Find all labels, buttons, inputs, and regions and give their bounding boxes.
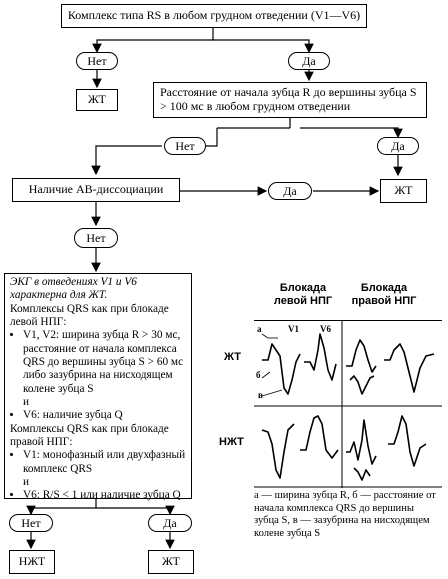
av-dissociation-text: Наличие АВ-диссоциации: [28, 182, 164, 197]
ecg-lbbb-svt-v1: [261, 423, 295, 479]
ecg-rbbb-svt-v6: [388, 415, 427, 467]
ecg-rbbb-vt-v1: [346, 339, 377, 373]
vt-label: ЖТ: [394, 183, 413, 198]
lead-v6-label: V6: [320, 324, 331, 334]
no-branch-4: Нет: [9, 514, 53, 532]
criteria-box: ЭКГ в отведениях V1 и V6 характерна для …: [4, 273, 192, 502]
mark-a: а: [257, 324, 262, 334]
yes-label: Да: [302, 53, 316, 68]
row-label-svt: НЖТ: [219, 436, 244, 448]
no-branch-1: Нет: [76, 52, 118, 70]
vt-label: ЖТ: [162, 554, 180, 569]
rbbb-list-2: V6: R/S < 1 или наличие зубца Q: [10, 489, 186, 502]
rbbb-item-v1: V1: монофазный или двухфазный комплекс Q…: [23, 449, 186, 476]
yes-branch-3: Да: [268, 182, 312, 200]
ecg-lbbb-vt-v6: [304, 333, 337, 381]
ecg-rbbb-vt-v6: [384, 343, 435, 393]
figure-caption: а — ширина зубца R, б — расстояние от на…: [254, 490, 436, 540]
svt-result: НЖТ: [9, 550, 55, 574]
rs-complex-text: Комплекс типа RS в любом грудном отведен…: [67, 8, 361, 23]
lbbb-item-v6: V6: наличие зубца Q: [23, 409, 186, 422]
and-text-2: и: [23, 475, 30, 488]
row-label-vt: ЖТ: [224, 351, 241, 363]
no-label: Нет: [86, 230, 106, 245]
mark-c: в: [258, 390, 263, 400]
vt-result-2: ЖТ: [380, 179, 427, 203]
criteria-intro: ЭКГ в отведениях V1 и V6 характерна для …: [10, 276, 137, 302]
lbbb-list-2: V6: наличие зубца Q: [10, 409, 186, 422]
yes-branch-2: Да: [377, 137, 419, 155]
yes-branch-4: Да: [148, 514, 192, 532]
vt-label: ЖТ: [88, 92, 106, 107]
yes-label: Да: [283, 183, 297, 198]
lbbb-item-v1v2: V1, V2: ширина зубца R > 30 мс, расстоян…: [23, 329, 186, 396]
ecg-lbbb-vt-v1: [262, 343, 301, 395]
col-header-rbbb: Блокада правой НПГ: [351, 282, 417, 307]
svt-label: НЖТ: [18, 554, 46, 569]
no-label: Нет: [87, 53, 107, 68]
no-branch-3: Нет: [74, 228, 118, 248]
and-text-1: и: [23, 395, 30, 408]
av-dissociation-box: Наличие АВ-диссоциации: [12, 178, 180, 202]
yes-label: Да: [163, 515, 177, 530]
lbbb-heading: Комплексы QRS как при блокаде левой НПГ:: [10, 302, 169, 328]
rs-complex-box: Комплекс типа RS в любом грудном отведен…: [61, 4, 367, 28]
no-branch-2: Нет: [164, 137, 206, 155]
rbbb-item-v6: V6: R/S < 1 или наличие зубца Q: [23, 489, 186, 502]
yes-branch-1: Да: [288, 52, 330, 70]
yes-label: Да: [391, 138, 405, 153]
vt-result-1: ЖТ: [76, 89, 118, 111]
rbbb-heading: Комплексы QRS как при блокаде правой НПГ…: [10, 422, 169, 448]
lead-v1-label: V1: [288, 324, 299, 334]
rs-distance-text: Расстояние от начала зубца R до вершины …: [160, 85, 417, 113]
lbbb-list: V1, V2: ширина зубца R > 30 мс, расстоян…: [10, 329, 186, 396]
no-label: Нет: [175, 138, 195, 153]
col-header-lbbb: Блокада левой НПГ: [273, 282, 333, 307]
ecg-rbbb-svt-v1: [346, 419, 377, 465]
ecg-tracings: а б в V1 V6: [254, 320, 442, 488]
mark-b: б: [256, 370, 261, 380]
no-label: Нет: [21, 515, 41, 530]
rs-distance-box: Расстояние от начала зубца R до вершины …: [153, 82, 427, 118]
rbbb-list: V1: монофазный или двухфазный комплекс Q…: [10, 449, 186, 476]
ecg-lbbb-svt-v6: [300, 415, 339, 459]
vt-result-3: ЖТ: [148, 550, 194, 574]
